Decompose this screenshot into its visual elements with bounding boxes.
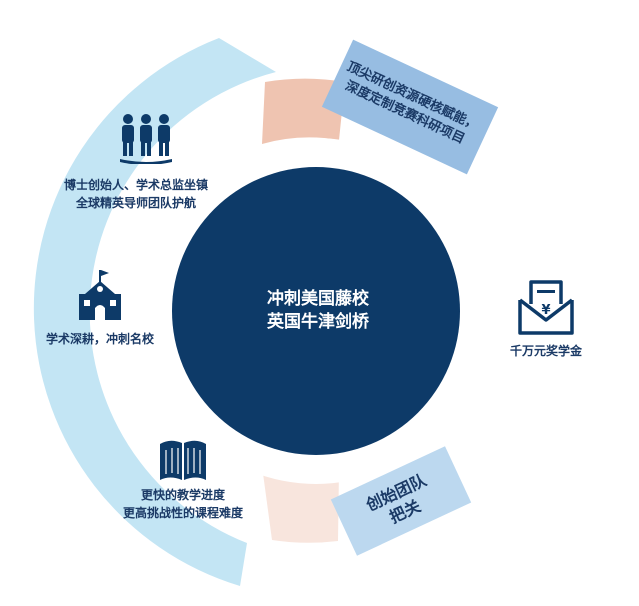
mentor-line-1: 博士创始人、学术总监坐镇 [63, 178, 208, 192]
school-label: 学术深耕，冲刺名校 [30, 330, 170, 348]
center-circle [172, 167, 460, 455]
people-icon [120, 114, 172, 164]
outer-arc-salmon [262, 78, 345, 144]
research-tab [321, 39, 499, 175]
course-line-1: 更快的教学进度 [140, 488, 225, 502]
center-line-1: 冲刺美国藤校 [267, 289, 369, 308]
center-title: 冲刺美国藤校 英国牛津剑桥 [228, 288, 408, 334]
svg-text:¥: ¥ [541, 303, 550, 318]
center-line-2: 英国牛津剑桥 [267, 311, 369, 331]
yen-envelope-icon: ¥ [518, 280, 574, 335]
school-line-1: 学术深耕，冲刺名校 [45, 332, 154, 346]
book-icon [160, 440, 206, 480]
mentor-line-2: 全球精英导师团队护航 [75, 196, 196, 210]
course-line-2: 更高挑战性的课程难度 [122, 506, 243, 520]
scholarship-label: 千万元奖学金 [498, 342, 594, 360]
outer-arc-light-blue [33, 38, 277, 586]
mentor-label: 博士创始人、学术总监坐镇 全球精英导师团队护航 [52, 176, 220, 212]
team-tab [330, 446, 472, 556]
course-label: 更快的教学进度 更高挑战性的课程难度 [108, 486, 258, 522]
outer-arc-peach [262, 466, 339, 543]
school-icon [79, 270, 121, 320]
scholarship-text: 千万元奖学金 [509, 344, 582, 358]
